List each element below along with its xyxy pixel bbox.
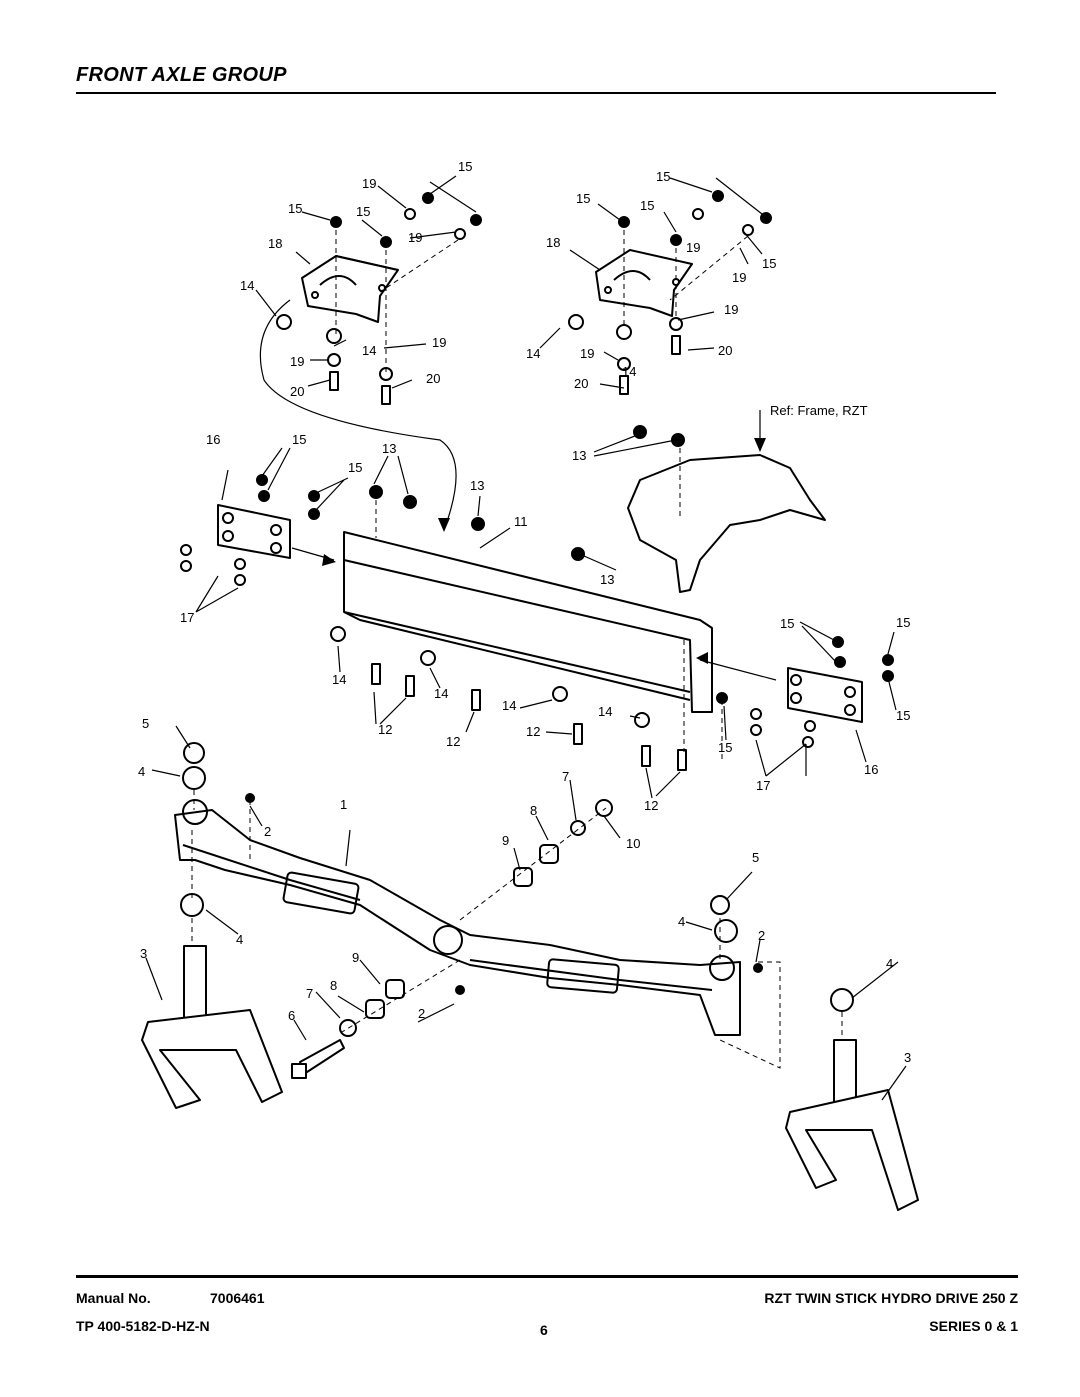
axle-mount-beam (343, 531, 713, 713)
callout-14: 14 (502, 698, 516, 713)
frame-ref-label: Ref: Frame, RZT (770, 403, 868, 418)
manual-number: 7006461 (210, 1290, 265, 1306)
callout-19: 19 (290, 354, 304, 369)
callout-13: 13 (572, 448, 586, 463)
callout-7: 7 (562, 769, 569, 784)
callout-15: 15 (762, 256, 776, 271)
callout-14: 14 (240, 278, 254, 293)
callout-8: 8 (530, 803, 537, 818)
callout-5: 5 (142, 716, 149, 731)
callout-13: 13 (470, 478, 484, 493)
callout-8: 8 (330, 978, 337, 993)
front-axle (174, 799, 741, 1036)
callout-12: 12 (526, 724, 540, 739)
callout-17: 17 (180, 610, 194, 625)
tp-number: TP 400-5182-D-HZ-N (76, 1318, 210, 1334)
callout-2: 2 (264, 824, 271, 839)
product-title: RZT TWIN STICK HYDRO DRIVE 250 Z (764, 1290, 1018, 1306)
callout-15: 15 (288, 201, 302, 216)
callout-15: 15 (348, 460, 362, 475)
callout-18: 18 (268, 236, 282, 251)
callout-19: 19 (432, 335, 446, 350)
right-bracket (595, 249, 693, 317)
callout-2: 2 (758, 928, 765, 943)
callout-13: 13 (382, 441, 396, 456)
callout-14: 14 (434, 686, 448, 701)
right-spindle (785, 1039, 919, 1211)
callout-14: 14 (332, 672, 346, 687)
callout-20: 20 (426, 371, 440, 386)
callout-9: 9 (502, 833, 509, 848)
callout-14: 14 (362, 343, 376, 358)
left-spindle (141, 945, 283, 1109)
callout-3: 3 (140, 946, 147, 961)
callout-11: 11 (514, 514, 528, 529)
left-bracket (301, 255, 399, 323)
page-number: 6 (540, 1322, 548, 1338)
callout-15: 15 (292, 432, 306, 447)
page-title: FRONT AXLE GROUP (76, 64, 287, 86)
callout-17: 17 (756, 778, 770, 793)
callout-12: 12 (378, 722, 392, 737)
callout-19: 19 (686, 240, 700, 255)
callout-16: 16 (206, 432, 220, 447)
callout-20: 20 (574, 376, 588, 391)
callout-20: 20 (718, 343, 732, 358)
callout-12: 12 (644, 798, 658, 813)
callout-6: 6 (288, 1008, 295, 1023)
callout-19: 19 (408, 230, 422, 245)
callout-15: 15 (576, 191, 590, 206)
callout-1: 1 (340, 797, 347, 812)
footer-rule (76, 1275, 1018, 1278)
callout-4: 4 (886, 956, 893, 971)
callout-19: 19 (362, 176, 376, 191)
callout-15: 15 (356, 204, 370, 219)
callout-20: 20 (290, 384, 304, 399)
callout-4: 4 (138, 764, 145, 779)
right-plate (787, 667, 863, 723)
manual-label: Manual No. (76, 1290, 151, 1306)
callout-3: 3 (904, 1050, 911, 1065)
title-rule (76, 92, 996, 94)
callout-15: 15 (718, 740, 732, 755)
callout-19: 19 (580, 346, 594, 361)
callout-19: 19 (732, 270, 746, 285)
nuts (245, 190, 894, 995)
callout-labels: 15 19 15 15 19 18 14 19 14 19 20 20 15 1… (138, 159, 911, 1065)
callout-15: 15 (896, 615, 910, 630)
callout-4: 4 (236, 932, 243, 947)
callout-16: 16 (864, 762, 878, 777)
callout-15: 15 (458, 159, 472, 174)
callout-15: 15 (640, 198, 654, 213)
callout-14: 14 (526, 346, 540, 361)
series-label: SERIES 0 & 1 (929, 1318, 1018, 1334)
callout-14: 14 (598, 704, 612, 719)
small-fasteners (180, 314, 816, 771)
callout-13: 13 (600, 572, 614, 587)
callout-15: 15 (780, 616, 794, 631)
callout-15: 15 (896, 708, 910, 723)
callout-19: 19 (724, 302, 738, 317)
callout-9: 9 (352, 950, 359, 965)
callout-4: 4 (678, 914, 685, 929)
callout-7: 7 (306, 986, 313, 1001)
callout-5: 5 (752, 850, 759, 865)
callout-18: 18 (546, 235, 560, 250)
callout-15: 15 (656, 169, 670, 184)
callout-10: 10 (626, 836, 640, 851)
callout-14: 14 (622, 364, 636, 379)
callout-12: 12 (446, 734, 460, 749)
frame-reference (627, 454, 826, 593)
callout-2: 2 (418, 1006, 425, 1021)
